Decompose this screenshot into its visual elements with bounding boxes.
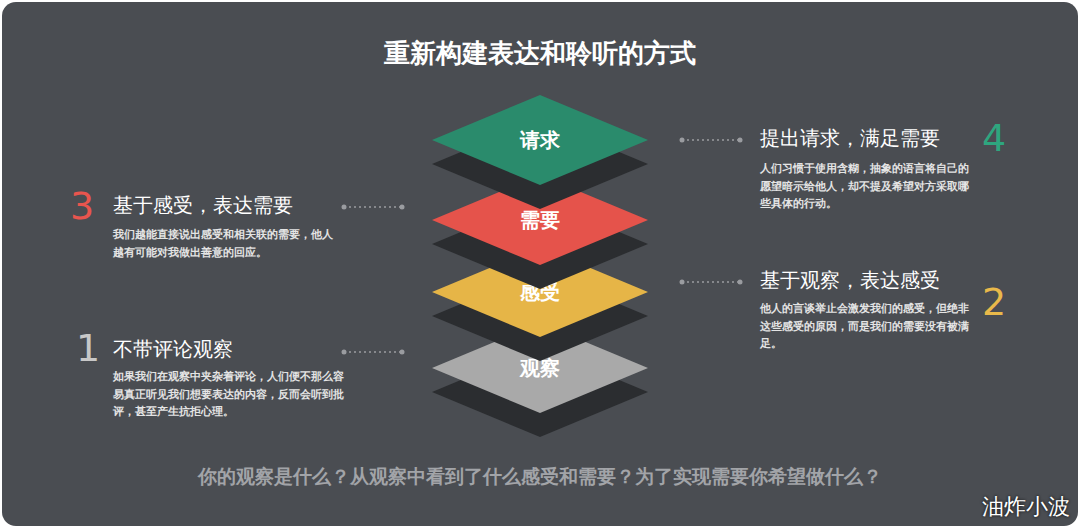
step-description: 如果我们在观察中夹杂着评论，人们便不那么容易真正听见我们想要表达的内容，反而会听… bbox=[113, 368, 345, 421]
layer-top bbox=[432, 175, 648, 265]
layer-top bbox=[432, 247, 648, 337]
step-heading: 基于感受，表达需要 bbox=[113, 193, 341, 217]
step-description: 我们越能直接说出感受和相关联的需要，他人越有可能对我做出善意的回应。 bbox=[113, 226, 341, 261]
callout-number: 1 bbox=[76, 326, 116, 372]
step-heading: 不带评论观察 bbox=[113, 337, 341, 361]
step-description: 他人的言谈举止会激发我们的感受，但绝非这些感受的原因，而是我们的需要没有被满足。 bbox=[760, 300, 978, 353]
callout-number: 4 bbox=[982, 116, 1022, 162]
request-layer: 请求 bbox=[432, 95, 648, 209]
step-heading: 基于观察，表达感受 bbox=[760, 268, 975, 292]
title: 重新构建表达和聆听的方式 bbox=[0, 36, 1080, 71]
callout-number: 2 bbox=[982, 280, 1022, 326]
step-heading: 提出请求，满足需要 bbox=[760, 126, 975, 150]
diamond-shape bbox=[432, 95, 648, 209]
watermark: 油炸小波 bbox=[940, 494, 1070, 520]
layer-label: 请求 bbox=[432, 95, 648, 185]
layer-top bbox=[432, 323, 648, 413]
caption: 你的观察是什么？从观察中看到了什么感受和需要？为了实现需要你希望做什么？ bbox=[0, 464, 1080, 490]
callout-number: 3 bbox=[70, 184, 110, 230]
layer-top bbox=[432, 95, 648, 185]
step-description: 人们习惯于使用含糊，抽象的语言将自己的愿望暗示给他人，却不提及希望对方采取哪些具… bbox=[760, 160, 978, 213]
